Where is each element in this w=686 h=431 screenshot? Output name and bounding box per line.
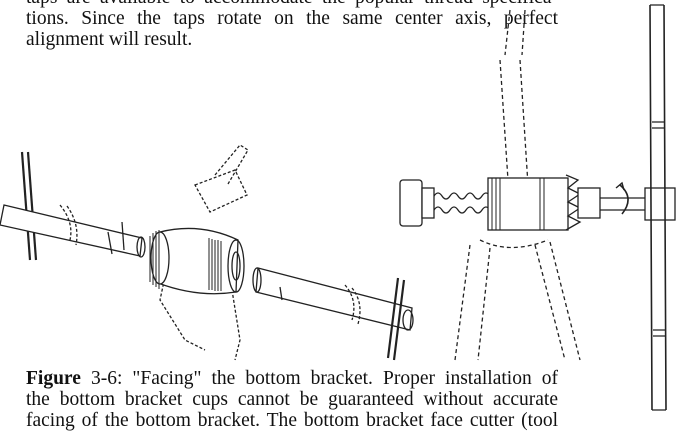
bottom-bracket-illustration — [0, 4, 676, 411]
left-tap-handle — [0, 151, 146, 261]
bottom-bracket-shell — [149, 144, 249, 361]
face-cutter-tool — [399, 4, 676, 411]
body-line-1: taps are available to accommodate the po… — [26, 0, 558, 8]
caption-text-1: : "Facing" the bottom bracket. Proper in… — [116, 368, 559, 389]
caption-line-2: the bottom bracket cups cannot be guaran… — [26, 389, 558, 410]
body-line-2: tions. Since the taps rotate on the same… — [26, 8, 558, 29]
caption-line-1: Figure 3-6: "Facing" the bottom bracket.… — [26, 368, 558, 389]
figure-label: Figure — [26, 368, 81, 389]
caption-line-3: facing of the bottom bracket. The bottom… — [26, 410, 558, 431]
body-line-3: alignment will result. — [26, 29, 193, 50]
right-tap-handle — [252, 267, 414, 361]
body-paragraph: taps are available to accommodate the po… — [26, 0, 558, 50]
figure-number: 3-6 — [90, 368, 117, 389]
